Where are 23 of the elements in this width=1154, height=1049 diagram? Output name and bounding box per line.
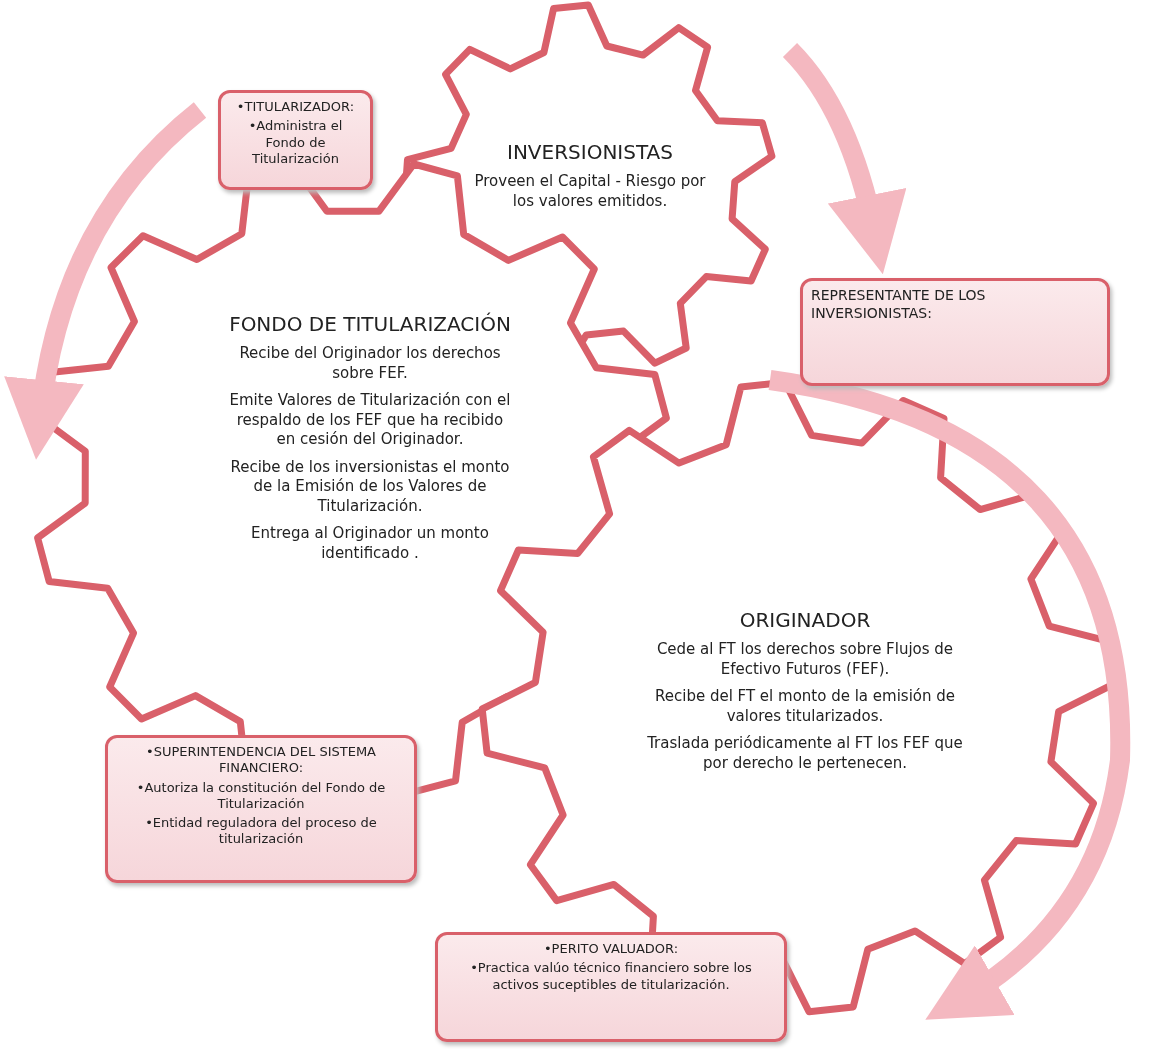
callout-box — [800, 278, 1110, 386]
callout-box — [218, 90, 373, 190]
callout-text: •Administra el Fondo de Titularización — [247, 118, 344, 167]
callout-heading: •SUPERINTENDENCIA DEL SISTEMA FINANCIERO: — [144, 744, 377, 777]
gear-description: Recibe del FT el monto de la emisión de valores titularizados. — [654, 687, 956, 726]
callout-box — [435, 932, 787, 1042]
gear-description: Recibe de los inversionistas el monto de la Emisión de los Valores de Titularización. — [229, 457, 511, 516]
gear-description: Cede al FT los derechos sobre Flujos de Efectivo Futuros (FEF). — [655, 640, 955, 679]
callout-text: •Autoriza la constitución del Fondo de Titularización — [135, 779, 387, 812]
callout-heading: •PERITO VALUADOR: — [542, 941, 680, 958]
callout-heading: REPRESENTANTE DE LOS INVERSIONISTAS: — [811, 287, 987, 322]
gear-title: INVERSIONISTAS — [506, 140, 674, 164]
callout-box — [105, 735, 417, 883]
gear-description: Traslada periódicamente al FT los FEF que por derecho le pertenecen. — [646, 734, 964, 773]
gear-description: Proveen el Capital - Riesgo por los valores emitidos. — [473, 172, 707, 211]
gear-description: Recibe del Originador los derechos sobre FEF. — [238, 344, 502, 383]
callout-text: •Practica valúo técnico financiero sobre los activos suceptibles de titularización. — [469, 960, 753, 993]
gear-title: FONDO DE TITULARIZACIÓN — [228, 312, 512, 336]
callout-text: •Entidad reguladora del proceso de titularización — [144, 815, 378, 848]
gear-description: Entrega al Originador un monto identificado . — [250, 524, 490, 563]
gear-description: Emite Valores de Titularización con el respaldo de los FEF que ha recibido en cesión del Originador. — [228, 391, 512, 450]
callout-heading: •TITULARIZADOR: — [235, 99, 356, 116]
gear-title: ORIGINADOR — [738, 608, 872, 632]
